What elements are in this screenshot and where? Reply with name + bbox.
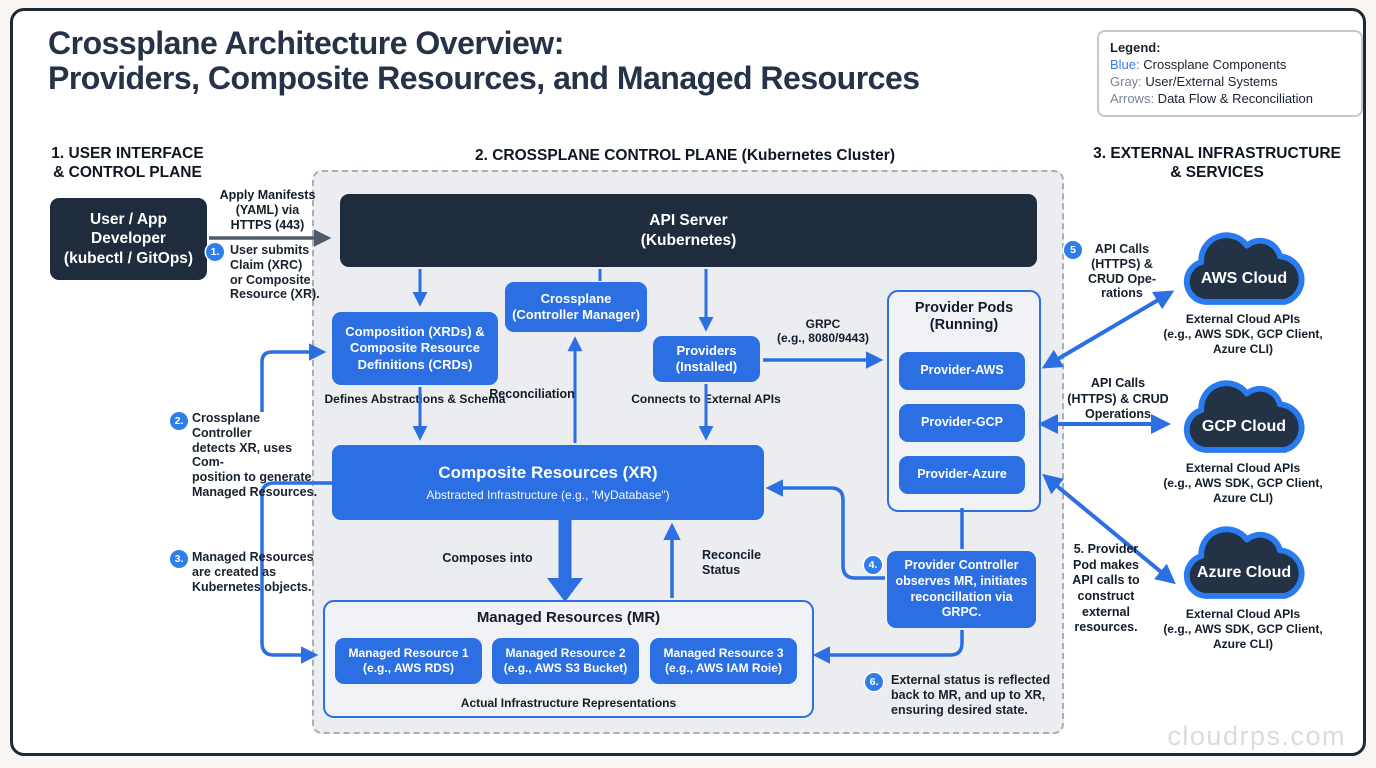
step-5-text: API Calls(HTTPS) &CRUD Ope-rations bbox=[1087, 242, 1157, 301]
xr-subtitle: Abstracted Infrastructure (e.g., 'MyData… bbox=[426, 488, 670, 503]
step-3-badge: 3. bbox=[170, 550, 188, 568]
provider-aws-node: Provider-AWS bbox=[899, 352, 1025, 390]
grpc-label: GRPC(e.g., 8080/9443) bbox=[776, 317, 870, 346]
aws-cloud-caption: External Cloud APIs(e.g., AWS SDK, GCP C… bbox=[1163, 312, 1323, 356]
managed-resource-3-node: Managed Resource 3(e.g., AWS IAM Roie) bbox=[650, 638, 797, 684]
provider-gcp-node: Provider-GCP bbox=[899, 404, 1025, 442]
composes-into-label: Composes into bbox=[442, 551, 533, 565]
watermark: cloudrps.com bbox=[1167, 721, 1346, 751]
step-1-badge: 1. bbox=[206, 243, 224, 261]
legend-box: Legend: Blue: Crossplane Components Gray… bbox=[1097, 30, 1363, 117]
section-1-heading: 1. USER INTERFACE& CONTROL PLANE bbox=[51, 145, 204, 182]
gcp-cloud-label: GCP Cloud bbox=[1201, 418, 1287, 435]
cloud-icon bbox=[1183, 526, 1305, 599]
cloud-icon bbox=[1183, 380, 1305, 453]
legend-item-arrows: Arrows: Data Flow & Reconciliation bbox=[1110, 91, 1314, 107]
section-2-heading: 2. CROSSPLANE CONTROL PLANE (Kubernetes … bbox=[475, 147, 895, 164]
step-5-badge: 5 bbox=[1064, 241, 1082, 259]
gcp-cloud: GCP Cloud bbox=[1176, 370, 1312, 460]
crossplane-controller-node: Crossplane(Controller Manager) bbox=[505, 282, 647, 332]
managed-resource-2-node: Managed Resource 2(e.g., AWS S3 Bucket) bbox=[492, 638, 639, 684]
api-server-node: API Server(Kubernetes) bbox=[340, 194, 1037, 267]
step-2-badge: 2. bbox=[170, 412, 188, 430]
composite-resources-node: Composite Resources (XR) Abstracted Infr… bbox=[332, 445, 764, 520]
legend-heading: Legend: bbox=[1110, 40, 1161, 55]
step-4-badge: 4. bbox=[864, 556, 882, 574]
provider-pods-title: Provider Pods(Running) bbox=[914, 300, 1014, 334]
azure-cloud-label: Azure Cloud bbox=[1196, 564, 1292, 581]
aws-cloud: AWS Cloud bbox=[1176, 222, 1312, 312]
section-3-heading: 3. EXTERNAL INFRASTRUCTURE& SERVICES bbox=[1093, 145, 1341, 182]
mr-title: Managed Resources (MR) bbox=[476, 609, 661, 626]
mr-caption: Actual Infrastructure Representations bbox=[460, 695, 677, 710]
azure-cloud-caption: External Cloud APIs(e.g., AWS SDK, GCP C… bbox=[1163, 607, 1323, 651]
cloud-icon bbox=[1183, 232, 1305, 305]
composition-caption: Defines Abstractions & Schema bbox=[324, 392, 506, 406]
xr-title: Composite Resources (XR) bbox=[438, 462, 658, 482]
providers-caption: Connects to External APIs bbox=[631, 392, 781, 406]
page-title: Crossplane Architecture Overview:Provide… bbox=[48, 25, 920, 97]
provider-azure-node: Provider-Azure bbox=[899, 456, 1025, 494]
legend-item-gray: Gray: User/External Systems bbox=[1110, 74, 1278, 90]
legend-item-blue: Blue: Crossplane Components bbox=[1110, 57, 1287, 73]
providers-installed-node: Providers(Installed) bbox=[653, 336, 760, 382]
step-6-badge: 6. bbox=[865, 673, 883, 691]
azure-cloud: Azure Cloud bbox=[1176, 516, 1312, 606]
gcp-cloud-caption: External Cloud APIs(e.g., AWS SDK, GCP C… bbox=[1163, 461, 1323, 505]
reconciliation-label: Reconciliation bbox=[489, 387, 575, 401]
aws-cloud-label: AWS Cloud bbox=[1200, 270, 1288, 287]
managed-resource-1-node: Managed Resource 1(e.g., AWS RDS) bbox=[335, 638, 482, 684]
